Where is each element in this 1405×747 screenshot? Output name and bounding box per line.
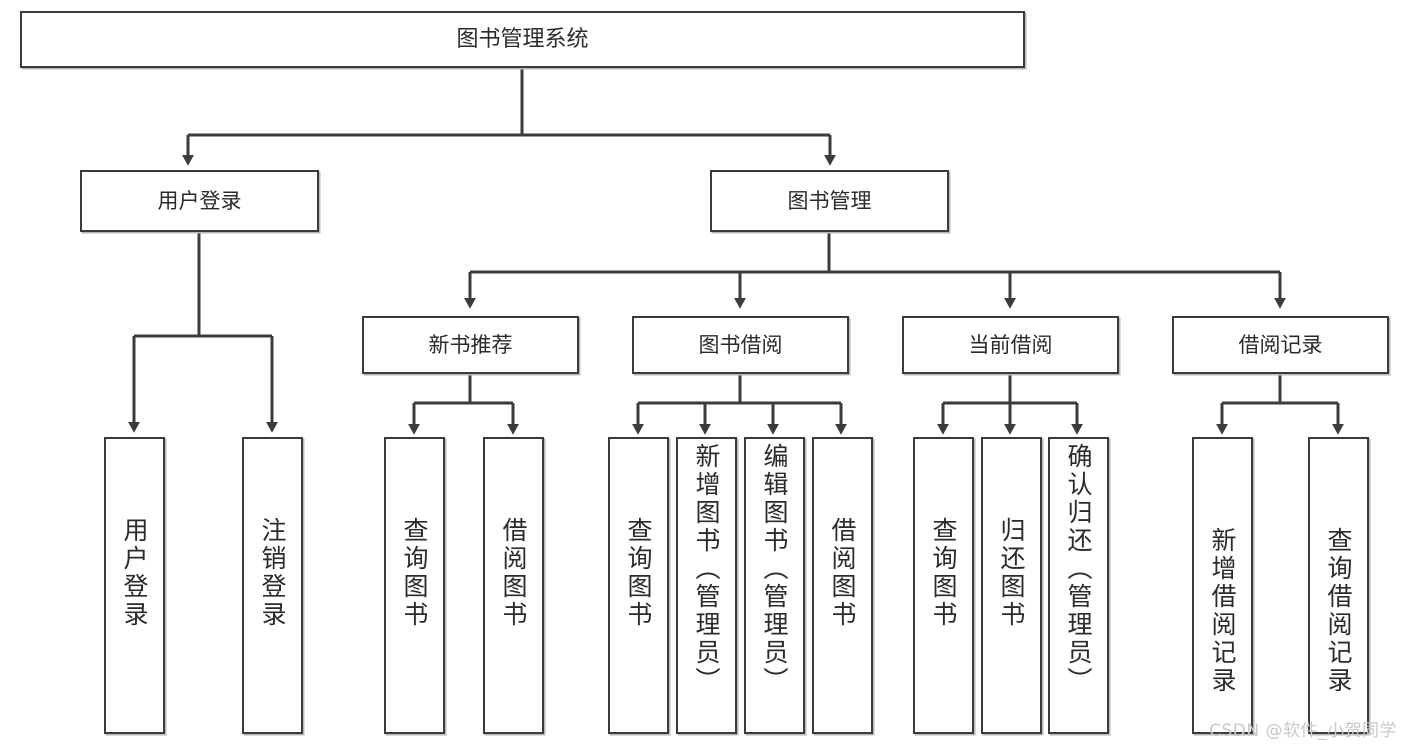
node-label: 查询图书 — [624, 517, 653, 629]
node-user-login[interactable]: 用户登录 — [80, 170, 319, 232]
node-label: 当前借阅 — [968, 332, 1053, 357]
node-root-system[interactable]: 图书管理系统 — [20, 11, 1025, 68]
leaf-user-logout[interactable]: 注销登录 — [242, 437, 303, 734]
node-label: 借阅记录 — [1238, 332, 1323, 357]
node-label: 查询图书 — [929, 517, 958, 629]
node-label: 新增图书（管理员） — [692, 443, 721, 695]
node-book-borrow[interactable]: 图书借阅 — [632, 316, 849, 374]
leaf-borrow-book-recommend[interactable]: 借阅图书 — [483, 437, 544, 734]
leaf-add-book[interactable]: 新增图书（管理员） — [676, 437, 737, 734]
leaf-query-book-borrow[interactable]: 查询图书 — [608, 437, 669, 734]
node-label: 归还图书 — [997, 517, 1026, 629]
node-label: 确认归还（管理员） — [1064, 443, 1093, 695]
node-label: 查询借阅记录 — [1324, 527, 1353, 695]
node-label: 图书借阅 — [698, 332, 783, 357]
node-label: 借阅图书 — [828, 517, 857, 629]
node-label: 图书管理系统 — [456, 26, 589, 52]
leaf-borrow-book[interactable]: 借阅图书 — [812, 437, 873, 734]
leaf-query-book-recommend[interactable]: 查询图书 — [384, 437, 445, 734]
leaf-add-borrow-record[interactable]: 新增借阅记录 — [1192, 437, 1253, 734]
node-borrow-record[interactable]: 借阅记录 — [1172, 316, 1389, 374]
node-book-manage[interactable]: 图书管理 — [710, 170, 949, 232]
node-label: 新增借阅记录 — [1208, 527, 1237, 695]
node-label: 查询图书 — [400, 517, 429, 629]
node-label: 编辑图书（管理员） — [760, 443, 789, 695]
leaf-user-login[interactable]: 用户登录 — [104, 437, 165, 734]
node-label: 借阅图书 — [499, 517, 528, 629]
node-label: 图书管理 — [787, 188, 872, 213]
node-current-borrow[interactable]: 当前借阅 — [902, 316, 1119, 374]
node-label: 用户登录 — [120, 517, 149, 629]
node-label: 用户登录 — [157, 188, 242, 213]
node-new-book-recommend[interactable]: 新书推荐 — [362, 316, 579, 374]
leaf-edit-book[interactable]: 编辑图书（管理员） — [744, 437, 805, 734]
node-label: 注销登录 — [258, 517, 287, 629]
leaf-confirm-return[interactable]: 确认归还（管理员） — [1048, 437, 1109, 734]
leaf-return-book[interactable]: 归还图书 — [981, 437, 1042, 734]
node-label: 新书推荐 — [428, 332, 513, 357]
leaf-query-borrow-record[interactable]: 查询借阅记录 — [1308, 437, 1369, 734]
leaf-query-book-current[interactable]: 查询图书 — [913, 437, 974, 734]
